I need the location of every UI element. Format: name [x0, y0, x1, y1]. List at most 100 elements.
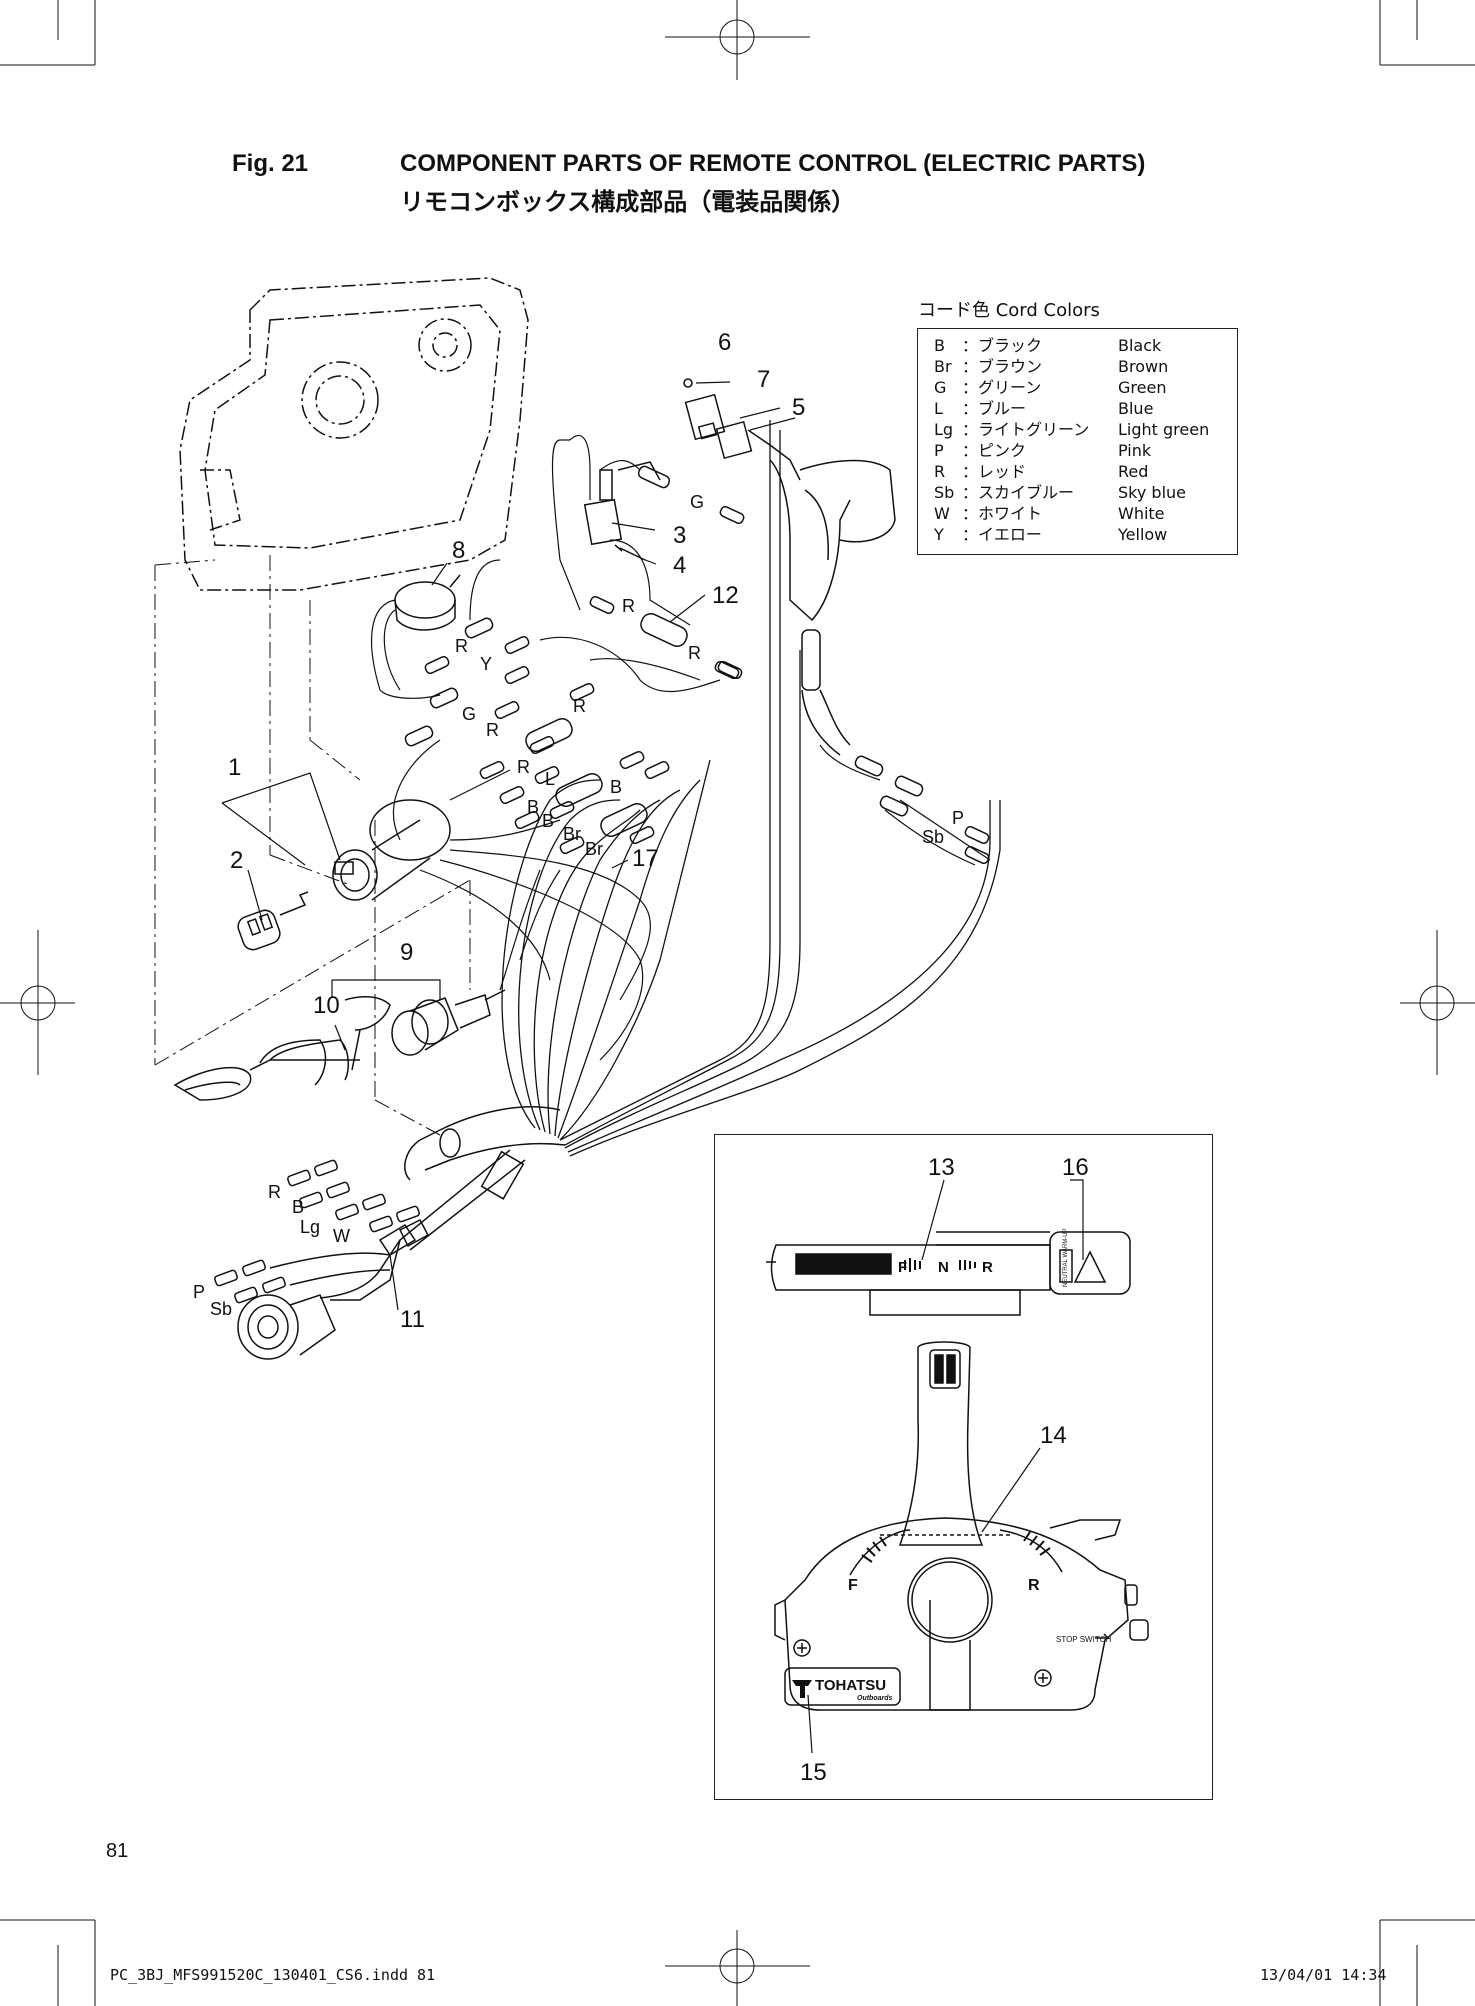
- legend-en: Yellow: [1118, 525, 1168, 544]
- lever-letter-r: R: [1028, 1577, 1040, 1594]
- figure-title-english: COMPONENT PARTS OF REMOTE CONTROL (ELECT…: [400, 150, 1146, 177]
- wire-label-r: R: [573, 696, 586, 716]
- legend-jp: ：ブルー: [962, 399, 1027, 418]
- wire-label-b: B: [527, 797, 539, 817]
- page-number: 81: [106, 1840, 129, 1862]
- legend-en: Red: [1118, 462, 1149, 481]
- lever-letter-f: F: [848, 1577, 858, 1594]
- cover-plate-7: [684, 393, 726, 441]
- remote-control-inset-frame: [714, 1134, 1213, 1800]
- legend-jp: ：ライトグリーン: [962, 420, 1090, 439]
- legend-en: Sky blue: [1118, 483, 1186, 502]
- wire-label-sb: Sb: [210, 1299, 232, 1319]
- legend-row: B ：ブラック Black: [934, 337, 1161, 355]
- wire-label-y: Y: [480, 654, 492, 674]
- ignition-key: [237, 891, 309, 951]
- main-harness-sheath: [319, 1106, 566, 1301]
- stop-switch: [391, 989, 506, 1056]
- callout-12: 12: [712, 582, 739, 609]
- brand-logo-text: TOHATSU: [815, 1677, 886, 1694]
- stop-switch-label: STOP SWITCH: [1056, 1635, 1111, 1644]
- legend-code: P: [934, 441, 944, 460]
- callout-16: 16: [1062, 1154, 1089, 1181]
- screw-6: [683, 378, 693, 388]
- wire-plugs: [404, 465, 990, 865]
- legend-jp: ：グリーン: [962, 378, 1042, 397]
- figure-title-japanese: リモコンボックス構成部品（電装品関係）: [400, 188, 856, 216]
- callout-6: 6: [718, 329, 731, 356]
- registration-mark-left: [0, 930, 75, 1075]
- legend-row: Y ：イエロー Yellow: [934, 526, 1167, 544]
- legend-code: Y: [934, 525, 944, 544]
- wire-label-p: P: [952, 808, 964, 828]
- legend-jp: ：ブラック: [962, 336, 1043, 355]
- callout-5: 5: [792, 394, 805, 421]
- legend-jp: ：ホワイト: [962, 504, 1043, 523]
- legend-jp: ：レッド: [962, 462, 1027, 481]
- callout-15: 15: [800, 1759, 827, 1786]
- lower-left-plugs: [214, 1159, 420, 1304]
- legend-en: Black: [1118, 336, 1162, 355]
- wire-label-r: R: [622, 596, 635, 616]
- callout-9: 9: [400, 939, 413, 966]
- legend-en: Blue: [1118, 399, 1154, 418]
- legend-en: Pink: [1118, 441, 1152, 460]
- connector-5: [715, 420, 801, 481]
- wire-label-g: G: [690, 492, 704, 512]
- legend-code: L: [934, 399, 943, 418]
- sheath-tube-11: [378, 1219, 430, 1257]
- legend-en: Light green: [1118, 420, 1210, 439]
- wire-label-g: G: [462, 704, 476, 724]
- wire-label-r: R: [517, 757, 530, 777]
- upper-wires: [370, 434, 991, 1061]
- callout-14: 14: [1040, 1422, 1067, 1449]
- legend-code: G: [934, 378, 947, 397]
- legend-code: B: [934, 336, 945, 355]
- wire-label-l: L: [545, 769, 555, 789]
- callout-leaders: [221, 381, 1084, 1754]
- wire-label-r: R: [688, 643, 701, 663]
- legend-jp: ：スカイブルー: [962, 483, 1075, 502]
- figure-number: Fig. 21: [232, 150, 309, 177]
- main-harness-round-connector: [237, 1294, 336, 1360]
- legend-row: Sb ：スカイブルー Sky blue: [934, 484, 1186, 502]
- legend-jp: ：イエロー: [962, 525, 1042, 544]
- callout-11: 11: [400, 1306, 425, 1333]
- indicator-letter-f: F: [898, 1259, 907, 1276]
- registration-mark-right: [1400, 930, 1475, 1075]
- legend-row: L ：ブルー Blue: [934, 400, 1153, 418]
- neutral-switch: [583, 461, 661, 546]
- main-switch: [332, 799, 451, 901]
- legend-code: R: [934, 462, 946, 481]
- wire-label-br: Br: [585, 839, 603, 859]
- wire-label-b: B: [542, 811, 554, 831]
- legend-en: Green: [1118, 378, 1167, 397]
- stop-switch-lanyard: [173, 995, 391, 1101]
- indicator-letter-r: R: [982, 1259, 993, 1276]
- control-lever: [898, 1341, 984, 1546]
- remote-control-body: [774, 1517, 1149, 1711]
- wire-label-r: R: [268, 1182, 281, 1202]
- callout-17: 17: [632, 845, 659, 872]
- projection-lines: [154, 555, 471, 1136]
- legend-row: G ：グリーン Green: [934, 379, 1166, 397]
- callout-7: 7: [757, 366, 770, 393]
- legend-row: R ：レッド Red: [934, 463, 1148, 481]
- wire-label-b: B: [292, 1197, 304, 1217]
- wire-label-sb: Sb: [922, 827, 944, 847]
- wire-label-b: B: [610, 777, 622, 797]
- legend-code: Br: [934, 357, 952, 376]
- print-slug-timestamp: 13/04/01 14:34: [1260, 1966, 1387, 1984]
- legend-en: Brown: [1118, 357, 1169, 376]
- wire-label-br: Br: [563, 824, 581, 844]
- brand-subtitle: Outboards: [857, 1695, 892, 1702]
- callout-2: 2: [230, 847, 243, 874]
- print-slug-filename: PC_3BJ_MFS991520C_130401_CS6.indd 81: [110, 1966, 436, 1984]
- legend-code: Sb: [934, 483, 955, 502]
- callout-3: 3: [673, 522, 686, 549]
- callout-10: 10: [313, 992, 340, 1019]
- legend-en: White: [1118, 504, 1165, 523]
